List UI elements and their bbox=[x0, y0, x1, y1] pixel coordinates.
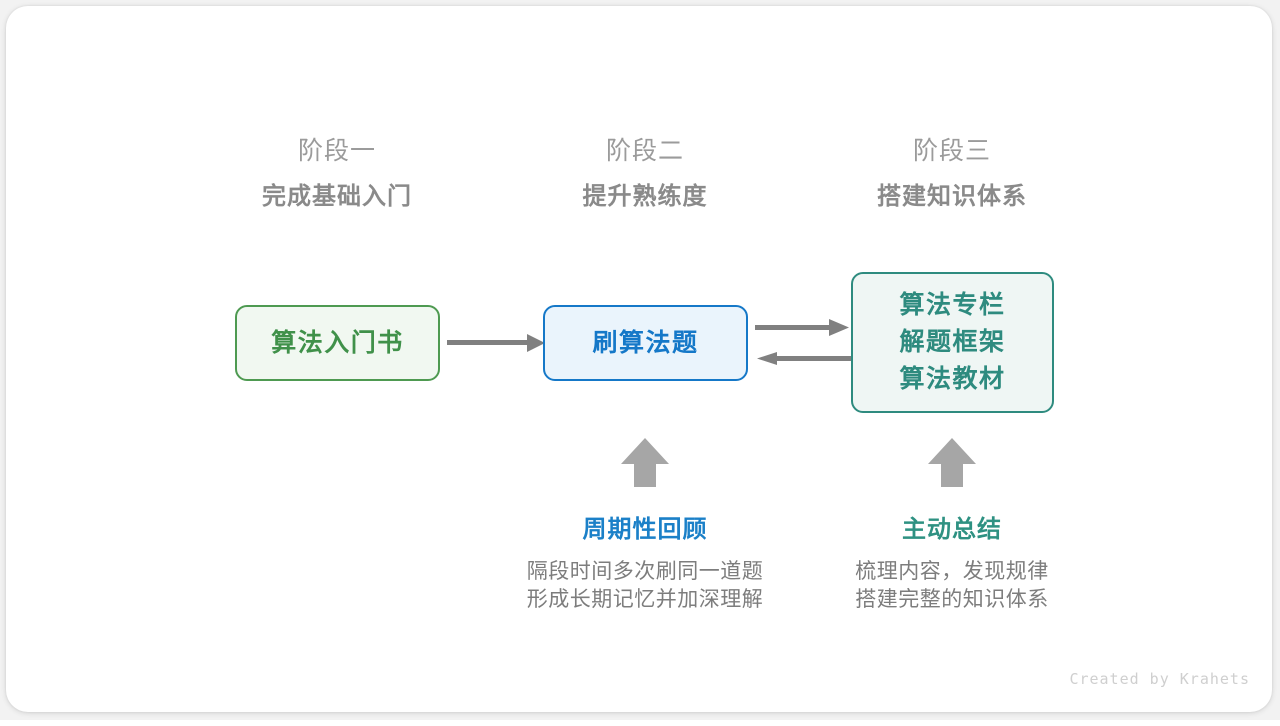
node-algorithm-intro-book[interactable]: 算法入门书 bbox=[235, 305, 440, 381]
stage-title-label: 搭建知识体系 bbox=[877, 183, 1027, 210]
stage-header-2: 阶段二 提升熟练度 bbox=[495, 134, 795, 214]
credit-text: Created by Krahets bbox=[1069, 670, 1250, 688]
node-learning-resources[interactable]: 算法专栏 解题框架 算法教材 bbox=[851, 272, 1054, 413]
arrow-practice-to-resources bbox=[755, 319, 849, 336]
annotation-periodic-review: 周期性回顾 隔段时间多次刷同一道题 形成长期记忆并加深理解 bbox=[485, 514, 805, 614]
node-label: 刷算法题 bbox=[592, 328, 699, 357]
annotation-title: 周期性回顾 bbox=[582, 516, 708, 543]
annotation-title: 主动总结 bbox=[902, 516, 1002, 543]
stage-phase-label: 阶段一 bbox=[297, 137, 376, 165]
arrow-book-to-practice bbox=[447, 334, 545, 352]
node-label-line-2: 解题框架 bbox=[899, 328, 1006, 356]
annotation-desc-line-1: 梳理内容，发现规律 bbox=[855, 560, 1049, 583]
annotation-desc-line-2: 形成长期记忆并加深理解 bbox=[526, 588, 764, 611]
stage-title-label: 完成基础入门 bbox=[262, 183, 412, 210]
node-label-line-1: 算法专栏 bbox=[899, 291, 1006, 319]
annotation-description: 梳理内容，发现规律 搭建完整的知识体系 bbox=[792, 558, 1112, 614]
arrow-summary-up bbox=[928, 438, 976, 487]
arrow-review-up bbox=[621, 438, 669, 487]
stage-header-3: 阶段三 搭建知识体系 bbox=[802, 134, 1102, 214]
annotation-desc-line-1: 隔段时间多次刷同一道题 bbox=[526, 560, 764, 583]
stage-phase-label: 阶段二 bbox=[605, 137, 684, 165]
node-practice-problems[interactable]: 刷算法题 bbox=[543, 305, 748, 381]
stage-phase-label: 阶段三 bbox=[912, 137, 991, 165]
node-label: 算法入门书 bbox=[271, 328, 404, 357]
diagram-card: 阶段一 完成基础入门 阶段二 提升熟练度 阶段三 搭建知识体系 bbox=[6, 6, 1272, 712]
annotation-desc-line-2: 搭建完整的知识体系 bbox=[855, 588, 1049, 611]
annotation-active-summary: 主动总结 梳理内容，发现规律 搭建完整的知识体系 bbox=[792, 514, 1112, 614]
node-label-line-3: 算法教材 bbox=[899, 365, 1006, 393]
stage-header-1: 阶段一 完成基础入门 bbox=[187, 134, 487, 214]
stage-title-label: 提升熟练度 bbox=[582, 183, 708, 210]
arrow-resources-to-practice bbox=[757, 352, 851, 365]
annotation-description: 隔段时间多次刷同一道题 形成长期记忆并加深理解 bbox=[485, 558, 805, 614]
